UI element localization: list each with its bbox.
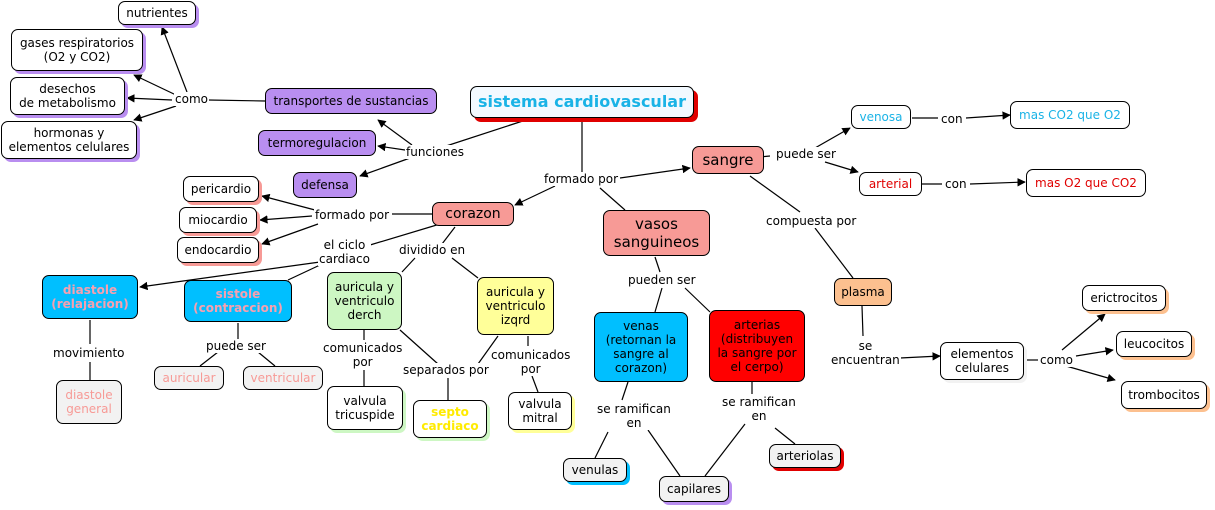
- link-como-top: como: [174, 92, 209, 106]
- node-eritrocitos: erictrocitos: [1082, 285, 1166, 311]
- node-diastole: diastole (relajacion): [42, 275, 138, 319]
- link-como-bottom: como: [1039, 353, 1074, 367]
- link-pueden-ser: pueden ser: [627, 273, 697, 287]
- link-comunicados-1: comunicados por: [322, 341, 404, 369]
- node-capilares: capilares: [659, 476, 729, 502]
- node-plasma: plasma: [834, 278, 892, 306]
- link-ramifican-2: se ramifican en: [721, 395, 797, 423]
- node-transportes: transportes de sustancias: [265, 88, 437, 114]
- node-corazon: corazon: [432, 202, 514, 226]
- link-puede-ser: puede ser: [205, 339, 267, 353]
- link-funciones: funciones: [405, 145, 465, 159]
- link-formado-por-main: formado por: [543, 172, 619, 186]
- link-dividido-en: dividido en: [398, 243, 467, 257]
- link-ramifican-1: se ramifican en: [596, 402, 672, 430]
- node-ventricular: ventricular: [243, 366, 323, 390]
- node-mas-o2: mas O2 que CO2: [1026, 169, 1146, 197]
- node-desechos: desechos de metabolismo: [10, 77, 125, 115]
- node-termoregulacion: termoregulacion: [258, 130, 376, 156]
- node-sistole: sistole (contraccion): [184, 280, 292, 322]
- node-auricular: auricular: [154, 366, 224, 390]
- node-arterias: arterias (distribuyen la sangre por el c…: [709, 310, 805, 382]
- node-miocardio: miocardio: [179, 207, 257, 233]
- node-arterial: arterial: [859, 172, 922, 196]
- node-pericardio: pericardio: [183, 176, 259, 202]
- node-sistema-cardiovascular: sistema cardiovascular: [470, 86, 694, 118]
- node-hormonas: hormonas y elementos celulares: [1, 121, 137, 159]
- node-valvula-mitral: valvula mitral: [508, 392, 572, 430]
- node-elementos-celulares: elementos celulares: [940, 342, 1024, 380]
- link-con-2: con: [944, 177, 968, 191]
- link-puede-ser-sangre: puede ser: [775, 147, 837, 161]
- node-leucocitos: leucocitos: [1116, 331, 1192, 357]
- node-mas-co2: mas CO2 que O2: [1010, 101, 1130, 129]
- link-movimiento: movimiento: [52, 346, 126, 360]
- node-diastole-general: diastole general: [56, 380, 122, 424]
- node-defensa: defensa: [293, 172, 357, 198]
- link-compuesta-por: compuesta por: [765, 214, 858, 228]
- node-gases: gases respiratorios (O2 y CO2): [11, 29, 143, 71]
- node-auricula-derch: auricula y ventriculo derch: [327, 272, 402, 330]
- node-venas: venas (retornan la sangre al corazon): [594, 312, 688, 382]
- node-vasos-sanguineos: vasos sanguineos: [603, 210, 710, 256]
- node-sangre: sangre: [692, 146, 764, 174]
- node-valvula-tricuspide: valvula tricuspide: [327, 386, 403, 430]
- node-endocardio: endocardio: [177, 237, 259, 263]
- link-con-1: con: [940, 112, 964, 126]
- link-se-encuentran: se encuentran: [830, 339, 901, 367]
- link-separados-por: separados por: [402, 363, 490, 377]
- node-venosa: venosa: [851, 105, 911, 129]
- node-arteriolas: arteriolas: [769, 444, 841, 468]
- link-formado-por-corazon: formado por: [314, 208, 390, 222]
- link-ciclo-cardiaco: el ciclo cardiaco: [318, 238, 371, 266]
- node-septo-cardiaco: septo cardiaco: [413, 400, 487, 438]
- node-nutrientes: nutrientes: [118, 1, 196, 25]
- node-trombocitos: trombocitos: [1121, 381, 1207, 409]
- node-venulas: venulas: [563, 458, 627, 482]
- link-comunicados-2: comunicados por: [490, 348, 572, 376]
- node-auricula-izq: auricula y ventriculo izqrd: [477, 277, 554, 335]
